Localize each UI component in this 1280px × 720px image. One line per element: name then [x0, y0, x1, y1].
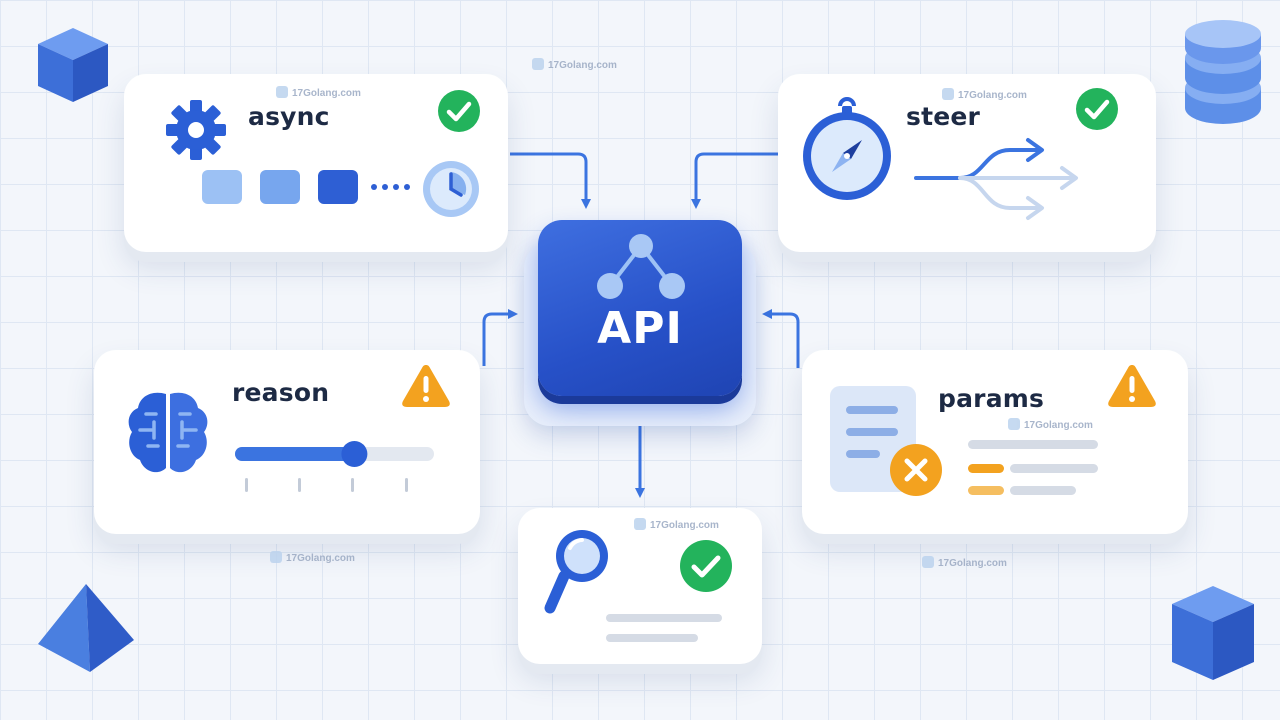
async-label: async: [248, 102, 330, 131]
pyramid-decoration: [38, 584, 134, 672]
warning-icon: [402, 365, 450, 407]
param-lines-icon: [968, 440, 1098, 495]
watermark: 17Golang.com: [922, 556, 1007, 569]
check-icon: [680, 540, 732, 592]
result-lines-icon: [606, 614, 722, 642]
arrow-async-to-api: [510, 152, 591, 209]
reasoning-effort-slider[interactable]: [234, 438, 436, 498]
database-stack-decoration: [1185, 20, 1261, 124]
warning-icon: [1108, 365, 1156, 407]
steer-card[interactable]: steer: [778, 74, 1156, 252]
watermark: 17Golang.com: [634, 518, 719, 531]
slider-fill: [235, 447, 355, 461]
reason-label: reason: [232, 378, 330, 407]
watermark: 17Golang.com: [276, 86, 361, 99]
cube-bottom-right-decoration: [1172, 586, 1254, 680]
error-x-icon: [890, 444, 942, 496]
arrow-reason-to-api: [482, 309, 518, 366]
queue-steps-icon: [202, 170, 410, 204]
steer-label: steer: [906, 102, 981, 131]
check-icon: [438, 90, 480, 132]
arrow-params-to-api: [762, 309, 800, 368]
arrow-steer-to-api: [691, 152, 778, 209]
cube-top-left-decoration: [38, 28, 108, 102]
watermark: 17Golang.com: [532, 58, 617, 71]
slider-knob: [341, 441, 368, 467]
api-hub-face: API: [538, 220, 742, 396]
search-card[interactable]: [518, 508, 762, 664]
watermark: 17Golang.com: [1008, 418, 1093, 431]
network-nodes-icon: [597, 234, 685, 299]
clock-icon: [423, 161, 479, 217]
brain-icon: [128, 392, 208, 473]
branching-arrows-icon: [914, 138, 1078, 220]
watermark: 17Golang.com: [270, 551, 355, 564]
async-card[interactable]: async: [124, 74, 508, 252]
params-label: params: [938, 384, 1045, 413]
gear-icon: [166, 100, 226, 160]
check-icon: [1076, 88, 1118, 130]
api-hub[interactable]: API: [524, 220, 756, 426]
compass-icon: [803, 97, 891, 200]
params-card[interactable]: params: [802, 350, 1188, 534]
api-label: API: [597, 303, 683, 354]
watermark: 17Golang.com: [942, 88, 1027, 101]
reason-card[interactable]: reason: [94, 350, 480, 534]
magnifier-icon: [544, 530, 608, 614]
